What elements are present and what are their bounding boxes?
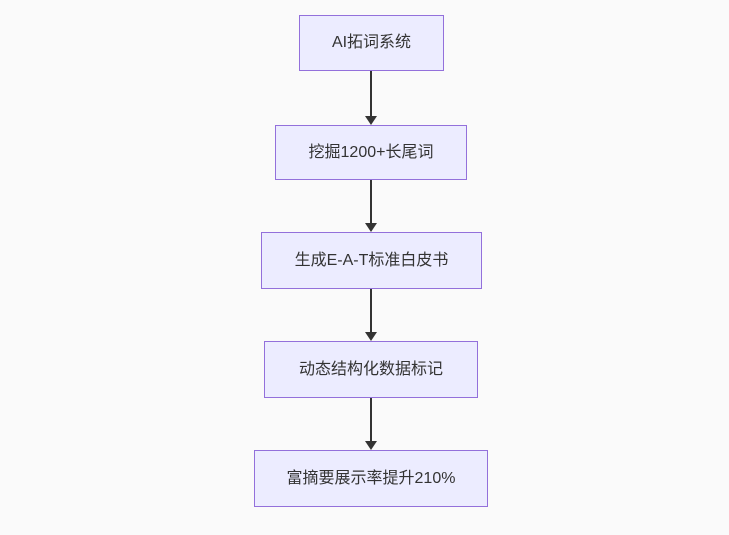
flow-node-label: 动态结构化数据标记 [298,360,443,378]
flow-node-rich-snippet-rate: 富摘要展示率提升210% [254,450,488,507]
flow-arrow-down [370,398,372,441]
flow-node-label: AI拓词系统 [331,34,412,52]
flow-arrow-down [370,180,372,223]
flow-arrow-down [370,71,372,116]
flow-node-structured-data: 动态结构化数据标记 [264,341,478,398]
flow-node-longtail-keywords: 挖掘1200+长尾词 [275,125,467,180]
flow-node-label: 富摘要展示率提升210% [286,469,456,487]
flow-node-eat-whitepaper: 生成E-A-T标准白皮书 [261,232,482,289]
flow-node-label: 生成E-A-T标准白皮书 [294,251,449,269]
flow-arrow-down [370,289,372,332]
flow-node-ai-word-expansion: AI拓词系统 [299,15,444,71]
flow-node-label: 挖掘1200+长尾词 [308,143,434,161]
